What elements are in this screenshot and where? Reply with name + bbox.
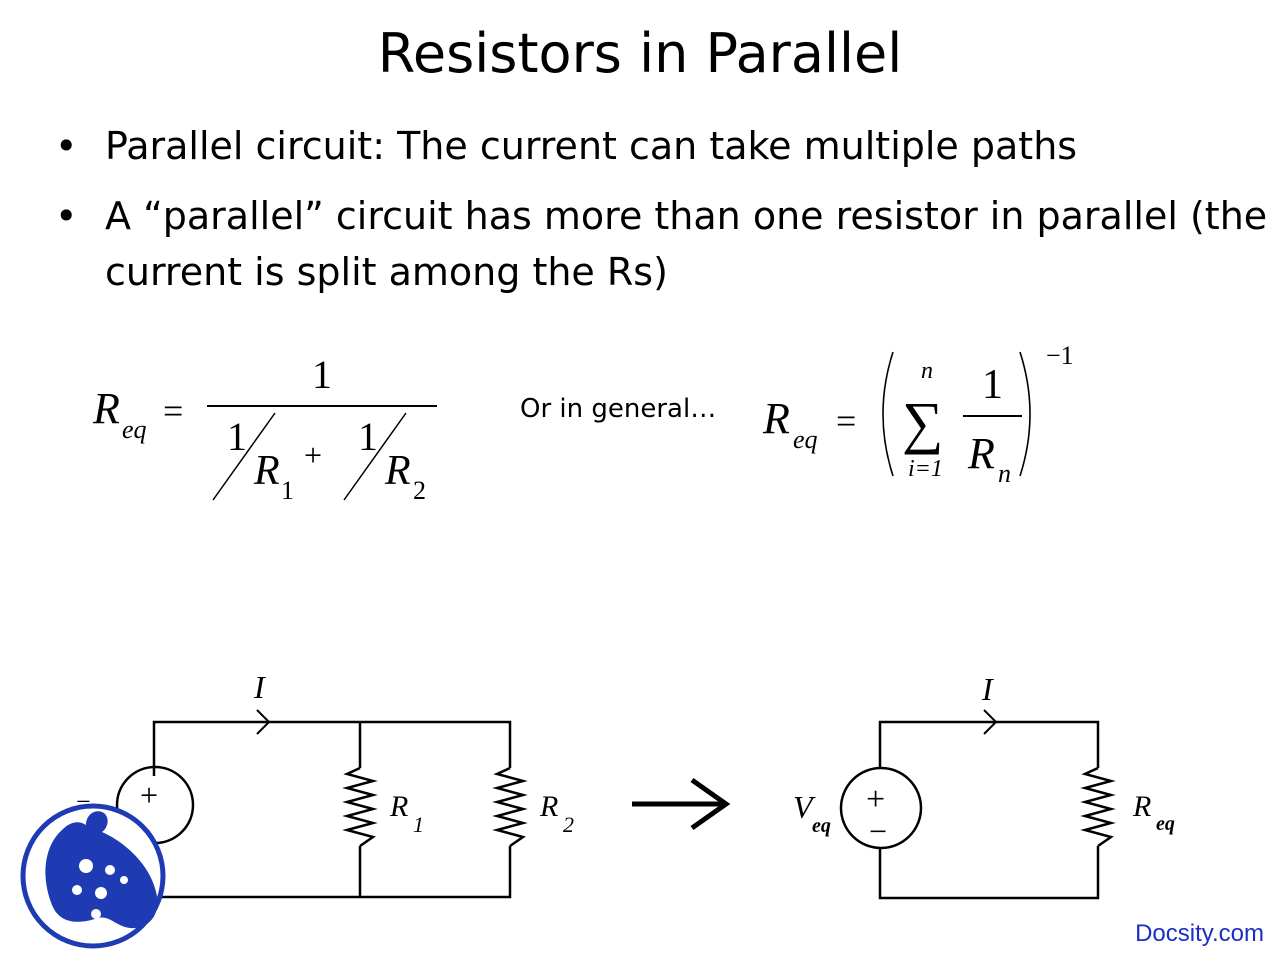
eq2-right-paren bbox=[1019, 351, 1031, 477]
r2-subscript: 2 bbox=[563, 812, 574, 837]
eq1-equals: = bbox=[163, 391, 183, 431]
r1-label: R bbox=[389, 790, 408, 823]
veq-subscript: eq bbox=[812, 815, 831, 837]
eq1-term1-denominator: R bbox=[253, 448, 280, 494]
eq1-term1-subscript: 1 bbox=[281, 476, 294, 505]
resistor-r2 bbox=[492, 766, 528, 848]
left-voltage-source bbox=[115, 765, 195, 845]
eq1-term1-numerator: 1 bbox=[227, 414, 247, 459]
r1-subscript: 1 bbox=[413, 812, 424, 837]
eq1-term1-slash bbox=[212, 412, 276, 501]
eq2-denominator-subscript: n bbox=[998, 459, 1011, 488]
right-source-minus: − bbox=[869, 813, 887, 849]
docsity-logo-icon bbox=[20, 803, 166, 949]
bullet-list: Parallel circuit: The current can take m… bbox=[55, 118, 1270, 314]
left-current-label: I bbox=[253, 669, 266, 705]
bullet-item: A “parallel” circuit has more than one r… bbox=[55, 188, 1270, 300]
eq2-left-paren bbox=[882, 351, 894, 477]
right-current-label: I bbox=[981, 671, 994, 707]
right-source-plus: + bbox=[866, 781, 885, 818]
eq1-lhs-subscript: eq bbox=[122, 415, 147, 444]
resistor-req bbox=[1080, 766, 1116, 848]
eq1-plus: + bbox=[304, 437, 322, 473]
eq1-term2-subscript: 2 bbox=[413, 476, 426, 505]
req-label: R bbox=[1132, 790, 1151, 823]
equivalence-arrow-icon bbox=[632, 777, 731, 831]
slide-title: Resistors in Parallel bbox=[377, 22, 903, 85]
left-current-arrow bbox=[256, 709, 271, 735]
right-circuit-wires bbox=[878, 720, 1100, 900]
docsity-brand-link[interactable]: Docsity.com bbox=[1135, 920, 1264, 947]
eq1-lhs-symbol: R bbox=[92, 384, 120, 433]
eq2-sum-lower: i=1 bbox=[908, 456, 943, 482]
left-source-minus: − bbox=[76, 787, 91, 816]
eq2-lhs-symbol: R bbox=[762, 394, 790, 443]
eq2-equals: = bbox=[836, 401, 856, 441]
eq1-term2-slash bbox=[343, 412, 407, 501]
req-subscript: eq bbox=[1156, 813, 1175, 835]
r2-label: R bbox=[539, 790, 558, 823]
eq2-exponent: −1 bbox=[1046, 341, 1074, 370]
bullet-item: Parallel circuit: The current can take m… bbox=[55, 118, 1270, 174]
left-circuit-wires bbox=[150, 720, 512, 899]
eq1-term2-numerator: 1 bbox=[358, 414, 378, 459]
eq2-numerator: 1 bbox=[982, 362, 1003, 408]
eq2-sum-upper: n bbox=[921, 358, 933, 384]
eq1-term2-denominator: R bbox=[384, 448, 411, 494]
eq2-sum-symbol: ∑ bbox=[902, 390, 943, 455]
or-in-general-label: Or in general… bbox=[520, 394, 717, 424]
veq-label: V bbox=[793, 789, 816, 825]
eq2-denominator: R bbox=[967, 429, 995, 478]
eq2-lhs-subscript: eq bbox=[793, 425, 818, 454]
left-source-plus: + bbox=[140, 777, 158, 813]
right-current-arrow bbox=[983, 709, 998, 735]
resistor-r1 bbox=[342, 766, 378, 848]
right-voltage-source bbox=[839, 766, 923, 850]
eq1-numerator: 1 bbox=[312, 352, 332, 397]
